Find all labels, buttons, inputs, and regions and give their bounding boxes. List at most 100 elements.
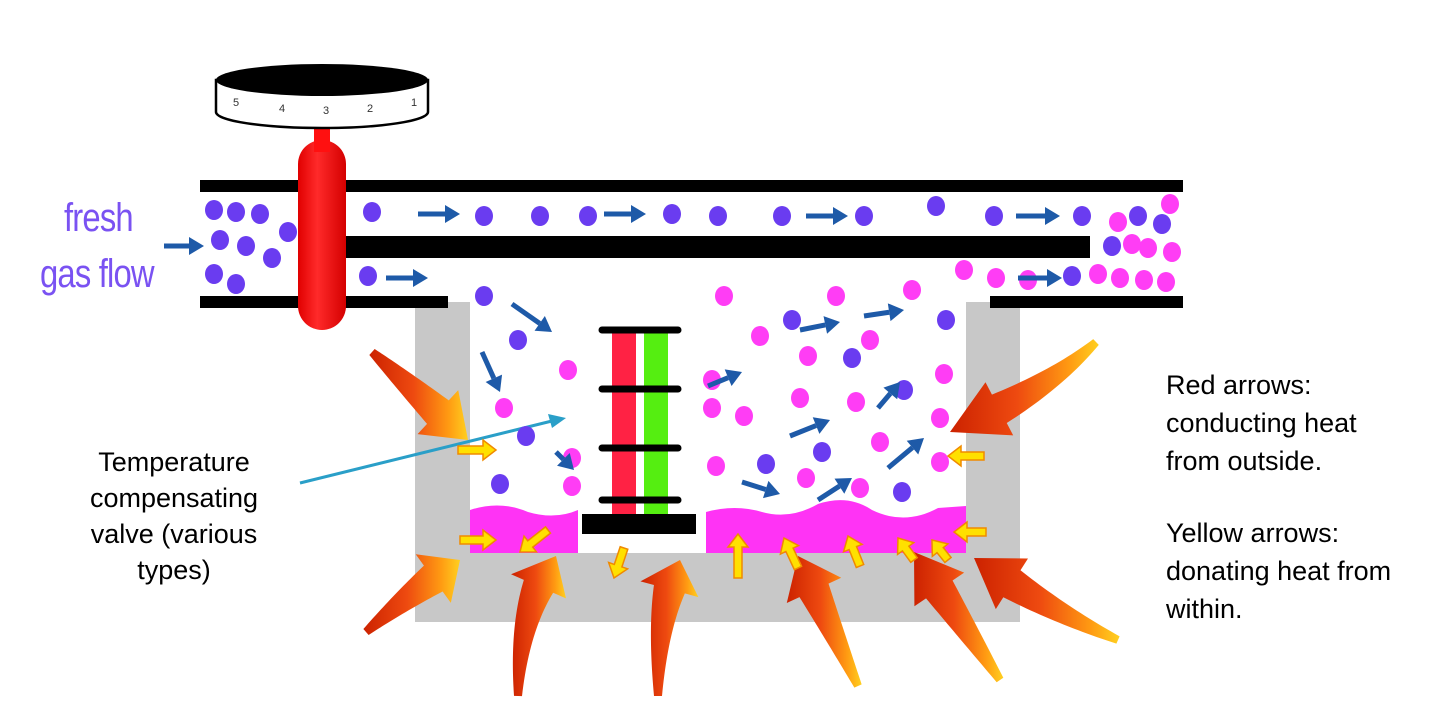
valve-pointer-line <box>299 418 557 485</box>
circle-icon <box>509 330 527 350</box>
liquid-agent <box>470 505 578 553</box>
curved-arrow-icon <box>363 554 460 636</box>
circle-icon <box>1109 212 1127 232</box>
temperature-valve-label: Temperature compensating valve (various … <box>40 444 308 588</box>
circle-icon <box>563 476 581 496</box>
arrow-head <box>1045 207 1060 225</box>
control-valve-neck[interactable] <box>314 122 330 152</box>
arrow-icon <box>519 525 552 553</box>
arrow-head <box>883 382 900 400</box>
circle-icon <box>205 200 223 220</box>
arrow-right-icon <box>386 269 428 287</box>
curved-arrow-icon <box>786 556 862 688</box>
circle-icon <box>935 364 953 384</box>
circle-icon <box>703 398 721 418</box>
circle-icon <box>531 206 549 226</box>
curved-arrow-icon <box>369 349 468 440</box>
arrow-right-icon <box>789 417 830 439</box>
yellow-arrows-note: within. <box>1166 594 1243 624</box>
circle-icon <box>799 346 817 366</box>
dial-number: 2 <box>367 103 373 115</box>
arrow-icon <box>459 528 498 552</box>
arrow-icon <box>946 444 985 468</box>
circle-icon <box>1157 272 1175 292</box>
arrow-shaft <box>510 301 542 326</box>
circle-icon <box>937 310 955 330</box>
arrow-right-icon <box>816 478 852 503</box>
circle-icon <box>987 268 1005 288</box>
circle-icon <box>663 204 681 224</box>
heat-outside-arrows <box>363 339 1120 697</box>
arrow-head <box>724 369 742 387</box>
curved-arrow-icon <box>640 560 699 696</box>
arrow-shaft <box>554 450 566 462</box>
pipe-wall-bottom-right <box>990 296 1183 308</box>
fresh-gas-label: gas flow <box>40 252 155 296</box>
circle-icon <box>363 202 381 222</box>
arrow-head <box>906 438 924 455</box>
arrow-right-icon <box>1018 269 1062 287</box>
circle-icon <box>927 196 945 216</box>
circle-icon <box>1123 234 1141 254</box>
circle-icon <box>861 330 879 350</box>
arrow-right-icon <box>164 237 204 255</box>
circle-icon <box>1129 206 1147 226</box>
dial-number: 1 <box>411 97 417 109</box>
arrow-head <box>189 237 204 255</box>
circle-icon <box>757 454 775 474</box>
circle-icon <box>751 326 769 346</box>
arrow-icon <box>726 532 750 579</box>
arrow-head <box>834 478 852 494</box>
circle-icon <box>1089 264 1107 284</box>
circle-icon <box>227 202 245 222</box>
arrow-right-icon <box>806 207 848 225</box>
circle-icon <box>735 406 753 426</box>
arrow-icon <box>931 539 953 564</box>
arrow-head <box>812 417 830 434</box>
yellow-arrows-note: donating heat from <box>1166 556 1392 586</box>
arrow-right-icon <box>554 450 574 470</box>
concentration-dial[interactable]: 5 4 3 2 1 <box>214 64 430 130</box>
arrow-shaft <box>799 322 826 333</box>
curved-arrow-icon <box>950 339 1099 436</box>
dial-top[interactable] <box>216 64 428 96</box>
arrow-right-icon <box>510 301 552 332</box>
dial-number: 3 <box>323 105 329 117</box>
circle-icon <box>1111 268 1129 288</box>
arrow-shaft <box>741 479 767 492</box>
valve-pointer-head <box>548 414 566 428</box>
circle-icon <box>709 206 727 226</box>
arrow-shaft <box>707 375 730 389</box>
gas-pipes <box>200 180 1183 308</box>
circle-icon <box>205 264 223 284</box>
arrow-head <box>823 316 840 334</box>
arrow-shaft <box>863 309 890 319</box>
arrow-icon <box>457 438 498 462</box>
arrow-right-icon <box>418 205 460 223</box>
arrow-head <box>485 374 503 392</box>
control-valve-stem[interactable] <box>298 140 346 330</box>
thermo-base <box>582 514 696 534</box>
circle-icon <box>279 222 297 242</box>
red-arrows-note: Red arrows: <box>1166 370 1312 400</box>
circle-icon <box>791 388 809 408</box>
circle-icon <box>1163 242 1181 262</box>
dial-number: 5 <box>233 97 239 109</box>
temperature-valve-label-line: valve (various <box>90 519 258 549</box>
circle-icon <box>1153 214 1171 234</box>
arrow-shaft <box>876 391 893 410</box>
thermometer-icon <box>582 326 696 534</box>
circle-icon <box>855 206 873 226</box>
circle-icon <box>931 452 949 472</box>
circle-icon <box>559 360 577 380</box>
arrow-head <box>762 480 780 499</box>
circle-icon <box>851 478 869 498</box>
arrow-icon <box>952 520 987 544</box>
circle-icon <box>211 230 229 250</box>
circle-icon <box>871 432 889 452</box>
arrow-right-icon <box>479 350 503 392</box>
arrow-head <box>557 453 574 470</box>
circle-icon <box>263 248 281 268</box>
arrow-head <box>445 205 460 223</box>
